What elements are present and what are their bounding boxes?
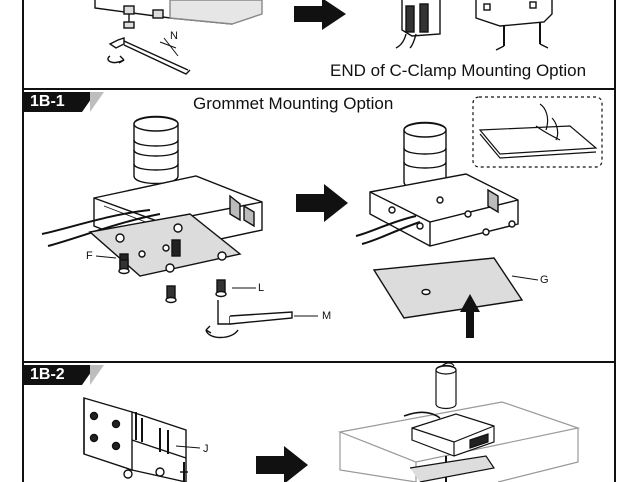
end-of-c-clamp-note: END of C-Clamp Mounting Option (330, 61, 587, 80)
step-tag-slant-grey-1b2 (90, 365, 104, 385)
callout-line-n (159, 41, 177, 49)
c-clamp-bracket-illustration (94, 0, 263, 29)
right-arrow-icon (294, 0, 346, 30)
grommet-plate-g (372, 257, 524, 319)
callout-line-j (175, 445, 201, 449)
monitor-pole-base-exploded (41, 115, 263, 304)
step-label-1b1: 1B-1 (24, 92, 82, 112)
hex-key-m (205, 300, 293, 339)
c-clamp-bracket-exploded (83, 397, 188, 482)
right-arrow-icon (256, 446, 308, 482)
grommet-base-assembled (355, 121, 519, 247)
desk-mounted-base-illustration (337, 362, 581, 482)
page-frame-left (22, 0, 24, 482)
section-divider-middle (22, 361, 616, 363)
callout-lines-1b1 (95, 255, 539, 317)
section-title-grommet: Grommet Mounting Option (193, 94, 394, 113)
hex-key-n (107, 37, 191, 75)
callout-m: M (322, 310, 332, 322)
mounted-monitor-base-side (395, 0, 441, 49)
step-label-1b2: 1B-2 (24, 365, 82, 385)
callout-l: L (258, 282, 265, 294)
step-tag-slant-grey-1b1 (90, 92, 104, 112)
right-arrow-icon (296, 184, 348, 222)
callout-f: F (86, 250, 93, 262)
callout-n: N (170, 30, 178, 42)
mounted-monitor-base-front (475, 0, 553, 51)
callout-j: J (203, 443, 209, 455)
peel-adhesive-inset (472, 96, 603, 168)
callout-g: G (540, 274, 549, 286)
up-arrow-icon (460, 294, 480, 338)
section-divider-top (22, 88, 616, 90)
page-frame-right (614, 0, 616, 482)
